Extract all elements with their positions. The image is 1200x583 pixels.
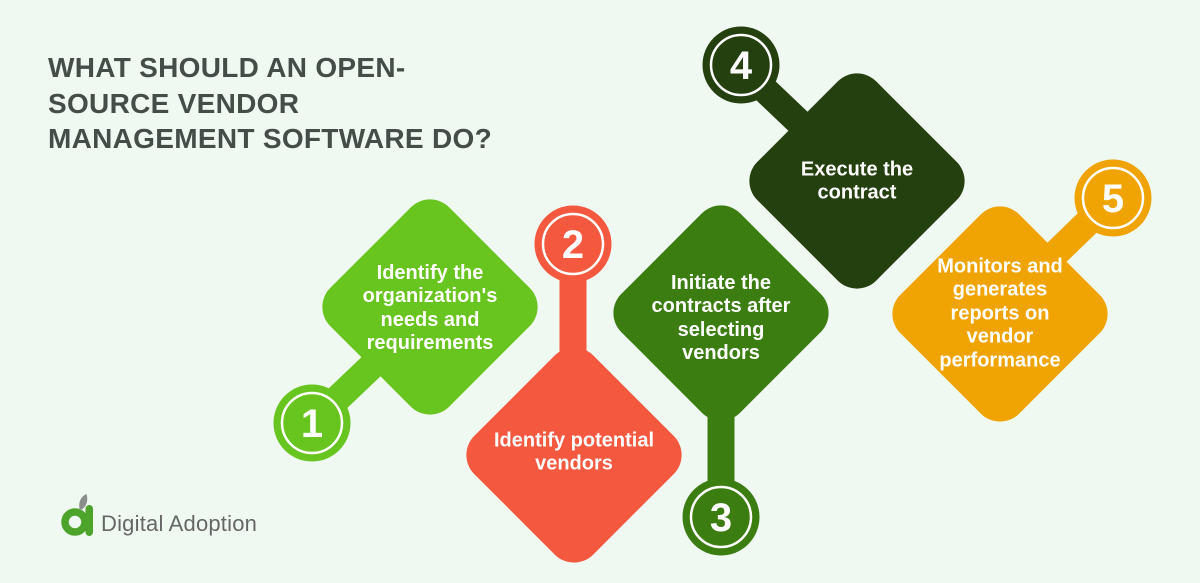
step-4-diamond — [749, 73, 965, 289]
step-1-number: 1 — [301, 402, 323, 446]
logo-text: Digital Adoption — [101, 511, 258, 536]
digital-adoption-a-leaf-icon — [61, 494, 93, 536]
step-3-badge-circle — [682, 478, 760, 556]
step-1-label: Identify the organization's needs and re… — [362, 262, 498, 355]
step-5-label: Monitors and generates reports on vendor… — [937, 255, 1063, 372]
step-2-badge-ring — [541, 212, 605, 276]
step-1-shape: 1 — [273, 199, 538, 462]
step-2-badge-circle — [534, 205, 612, 283]
step-3-number: 3 — [710, 496, 732, 540]
step-3-label: Initiate the contracts after selecting v… — [651, 272, 791, 365]
step-3-shape: 3 — [613, 205, 829, 556]
step-4-label: Execute the contract — [800, 158, 914, 204]
step-1-diamond — [322, 199, 538, 415]
step-3-badge-ring — [689, 485, 753, 549]
step-5-badge-circle — [1074, 159, 1152, 237]
step-1-badge-ring — [280, 391, 344, 455]
logo-leaf — [79, 494, 88, 511]
step-4-shape: 4 — [702, 26, 965, 289]
step-2-number: 2 — [562, 223, 584, 267]
step-1-badge-circle — [273, 384, 351, 462]
logo-a-ring — [61, 508, 89, 536]
step-5-badge-ring — [1081, 166, 1145, 230]
step-2-label: Identify potential vendors — [494, 429, 654, 475]
step-4-badge-ring — [709, 33, 773, 97]
logo-a-bar — [85, 505, 93, 536]
step-5-number: 5 — [1102, 177, 1124, 221]
step-5-diamond — [892, 206, 1108, 422]
step-2-diamond — [466, 347, 682, 563]
digital-adoption-logo: Digital Adoption — [60, 492, 257, 540]
step-4-number: 4 — [730, 44, 753, 88]
page-title: WHAT SHOULD AN OPEN- SOURCE VENDOR MANAG… — [48, 52, 492, 155]
step-4-badge-circle — [702, 26, 780, 104]
step-3-diamond — [613, 205, 829, 421]
step-5-shape: 5 — [892, 159, 1152, 422]
step-2-shape: 2 — [466, 205, 682, 563]
